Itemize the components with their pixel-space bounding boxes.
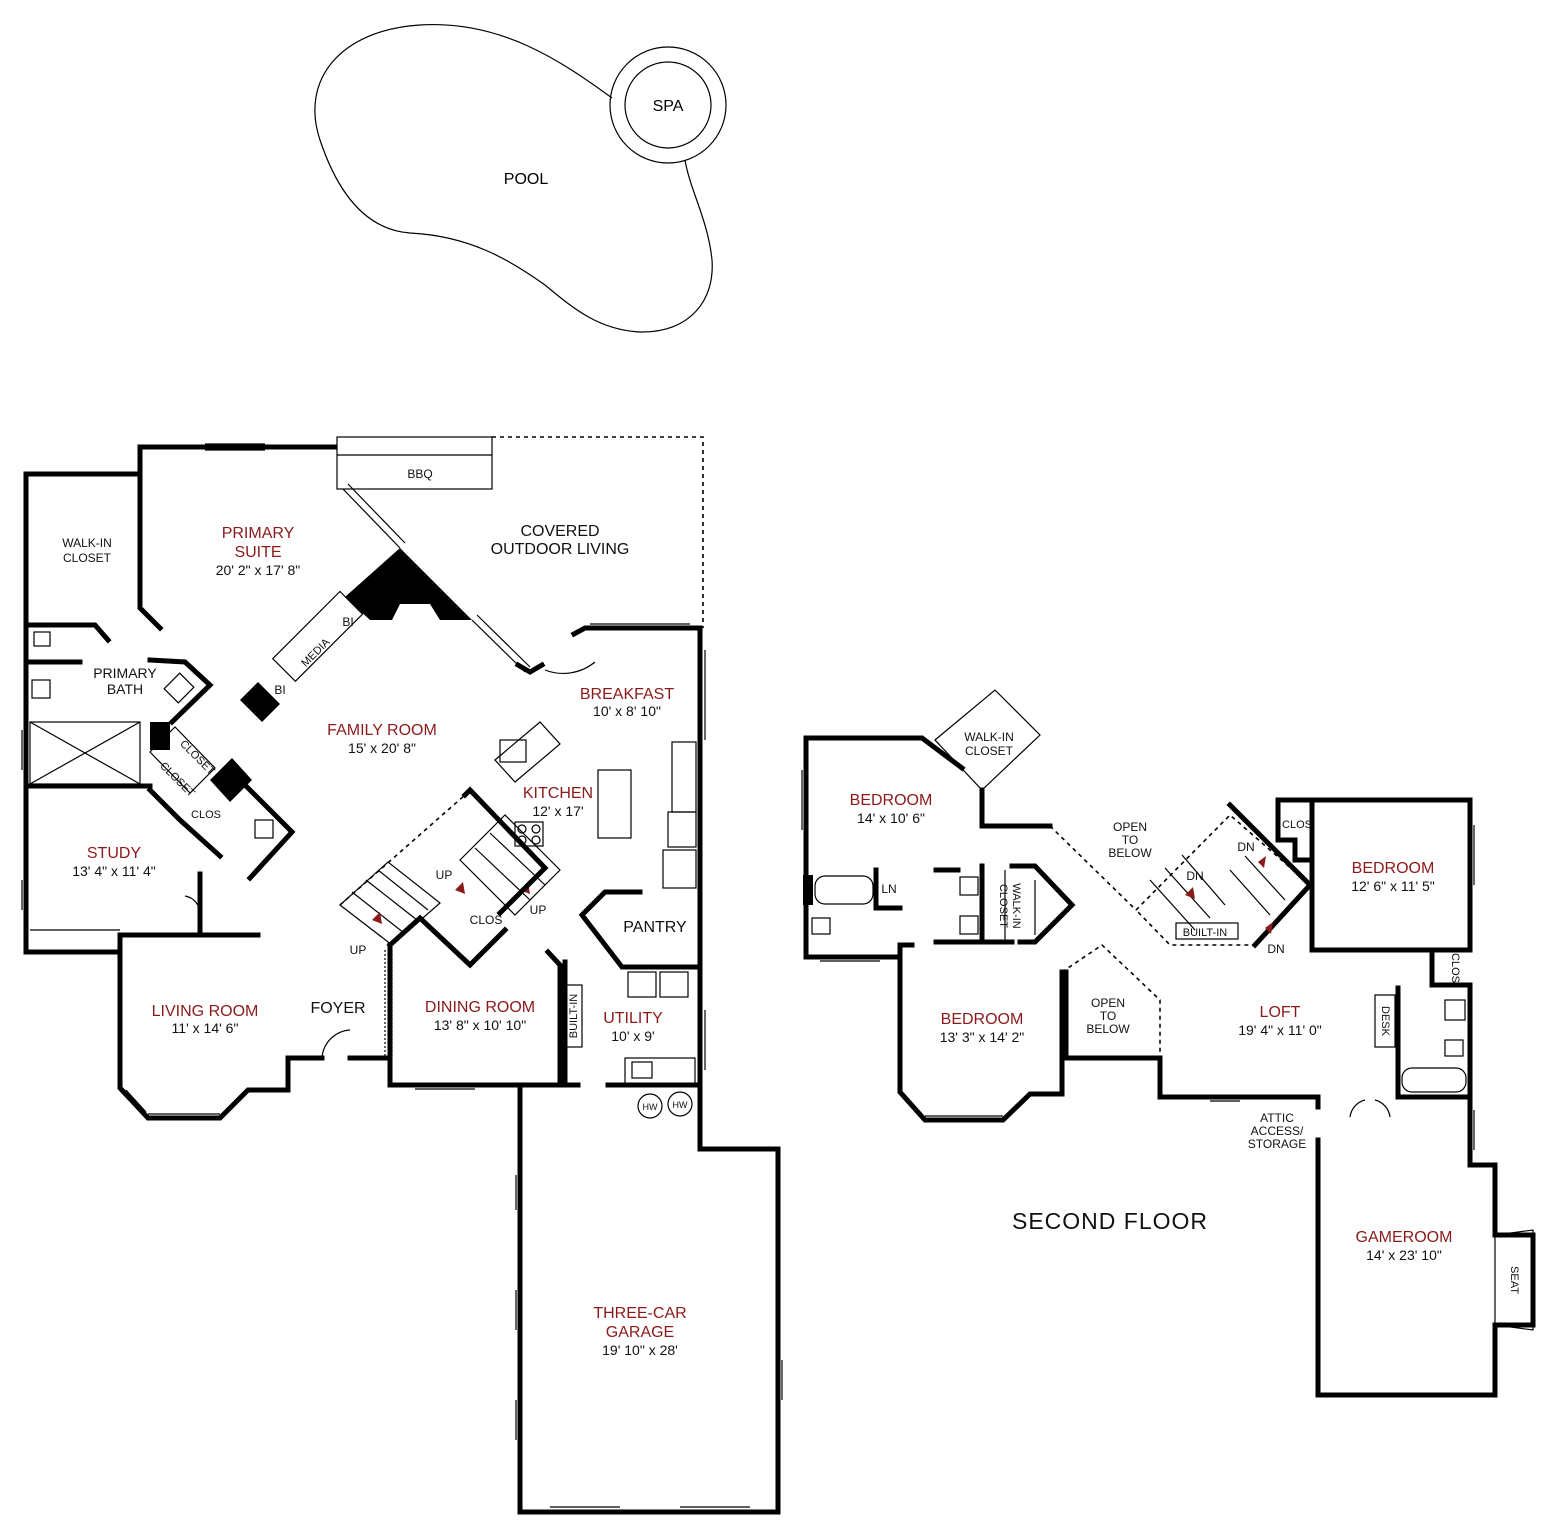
open-below-1b: TO [1122, 833, 1138, 847]
walkin-label-1: WALK-IN [62, 536, 112, 550]
loft-dim: 19' 4" x 11' 0" [1238, 1022, 1322, 1038]
study-label: STUDY [87, 845, 142, 862]
open-below-1a: OPEN [1113, 820, 1147, 834]
dn-3: DN [1267, 942, 1284, 956]
cooktop [514, 821, 544, 847]
desk-label: DESK [1379, 1006, 1391, 1037]
kitchen-sink [499, 739, 527, 763]
sf-walkin-v-2: CLOSET [997, 884, 1009, 928]
sf-clos-2: CLOS [1449, 953, 1461, 983]
bbq-label: BBQ [407, 467, 432, 481]
pool-area: SPA POOL [314, 23, 727, 333]
pantry-label: PANTRY [623, 919, 687, 936]
first-floor-walls: MEDIA BI BI [21, 436, 783, 1515]
primary-suite-label-2: SUITE [234, 544, 281, 561]
stairs-clos: CLOS [470, 913, 503, 927]
living-room-dim: 11' x 14' 6" [172, 1020, 239, 1036]
family-room-label: FAMILY ROOM [327, 722, 437, 739]
garage-label-2: GARAGE [606, 1324, 674, 1341]
primary-bath-label-2: BATH [107, 681, 143, 697]
sf-walkin-1: WALK-IN [964, 730, 1014, 744]
outdoor-label-1: COVERED [520, 523, 599, 540]
bedroom-c-label: BEDROOM [941, 1011, 1024, 1028]
svg-text:MEDIA: MEDIA [299, 636, 333, 670]
seat-label: SEAT [1508, 1266, 1520, 1294]
stairs-up-3: UP [350, 943, 367, 957]
dining-room-dim: 13' 8" x 10' 10" [434, 1017, 526, 1033]
bbq-counter [336, 436, 493, 490]
gameroom-dim: 14' x 23' 10" [1366, 1247, 1442, 1263]
primary-bath-label-1: PRIMARY [93, 665, 157, 681]
bedroom-b-dim: 12' 6" x 11' 5" [1351, 878, 1435, 894]
utility-label: UTILITY [603, 1010, 663, 1027]
attic-label-2: ACCESS/ [1251, 1124, 1304, 1138]
garage-label-1: THREE-CAR [593, 1305, 686, 1322]
gameroom-label: GAMEROOM [1356, 1229, 1453, 1246]
attic-label-1: ATTIC [1260, 1111, 1294, 1125]
open-below-2a: OPEN [1091, 996, 1125, 1010]
second-floor-walls [801, 689, 1536, 1398]
bath-sink-w [31, 679, 51, 699]
bath-toilet [33, 631, 51, 647]
closet-label-1: CLOSET [177, 738, 217, 778]
kitchen-label: KITCHEN [523, 785, 593, 802]
kitchen-dim: 12' x 17' [532, 803, 583, 819]
media-cabinet [271, 590, 364, 683]
bedroom-b-label: BEDROOM [1352, 860, 1435, 877]
sf-walkin-2: CLOSET [965, 744, 1014, 758]
living-room-label: LIVING ROOM [152, 1003, 259, 1020]
study-dim: 13' 4" x 11' 4" [72, 863, 156, 879]
svg-text:BI: BI [342, 615, 353, 629]
open-below-2c: BELOW [1086, 1022, 1130, 1036]
sf-clos-1: CLOS [1282, 819, 1312, 831]
hw-label-2: HW [673, 1100, 688, 1110]
open-below-2b: TO [1100, 1009, 1116, 1023]
spa-label: SPA [653, 98, 684, 115]
sf-walkin-v-1: WALK-IN [1010, 883, 1022, 928]
outdoor-label-2: OUTDOOR LIVING [491, 541, 630, 558]
pool-label: POOL [504, 171, 549, 188]
hw-label-1: HW [643, 1102, 658, 1112]
stairs-up-1: UP [436, 868, 453, 882]
utility-dim: 10' x 9' [611, 1028, 654, 1044]
spa-outer [609, 46, 727, 164]
fireplace [345, 548, 472, 620]
closet-label-2: CLOSET [157, 760, 197, 800]
second-floor-title: SECOND FLOOR [1012, 1208, 1208, 1234]
dining-room-label: DINING ROOM [425, 999, 535, 1016]
second-floor-labels: WALK-IN CLOSET BEDROOM 14' x 10' 6" OPEN… [850, 730, 1520, 1294]
clos-label: CLOS [191, 809, 221, 821]
dn-2: DN [1186, 869, 1203, 883]
bath-sink [163, 672, 195, 704]
primary-suite-label-1: PRIMARY [222, 525, 295, 542]
attic-label-3: STORAGE [1248, 1137, 1306, 1151]
walkin-label-2: CLOSET [63, 551, 112, 565]
stairs-up-2: UP [530, 903, 547, 917]
breakfast-dim: 10' x 8' 10" [593, 703, 661, 719]
breakfast-label: BREAKFAST [580, 686, 674, 703]
bedroom-a-label: BEDROOM [850, 792, 933, 809]
family-room-dim: 15' x 20' 8" [348, 740, 416, 756]
pool-outline [314, 23, 713, 333]
foyer-label: FOYER [310, 1000, 365, 1017]
ln-label: LN [881, 882, 896, 896]
garage-dim: 19' 10" x 28' [602, 1342, 678, 1358]
primary-suite-dim: 20' 2" x 17' 8" [216, 562, 301, 578]
built-in-label: BUILT-IN [568, 994, 580, 1038]
svg-text:BI: BI [274, 683, 285, 697]
loft-label: LOFT [1260, 1004, 1301, 1021]
kitchen-island [597, 769, 632, 839]
dn-1: DN [1237, 840, 1254, 854]
open-below-1c: BELOW [1108, 846, 1152, 860]
spa-inner [624, 61, 712, 149]
bedroom-a-dim: 14' x 10' 6" [857, 810, 925, 826]
bedroom-c-dim: 13' 3" x 14' 2" [940, 1029, 1025, 1045]
sf-built-in: BUILT-IN [1183, 927, 1227, 939]
